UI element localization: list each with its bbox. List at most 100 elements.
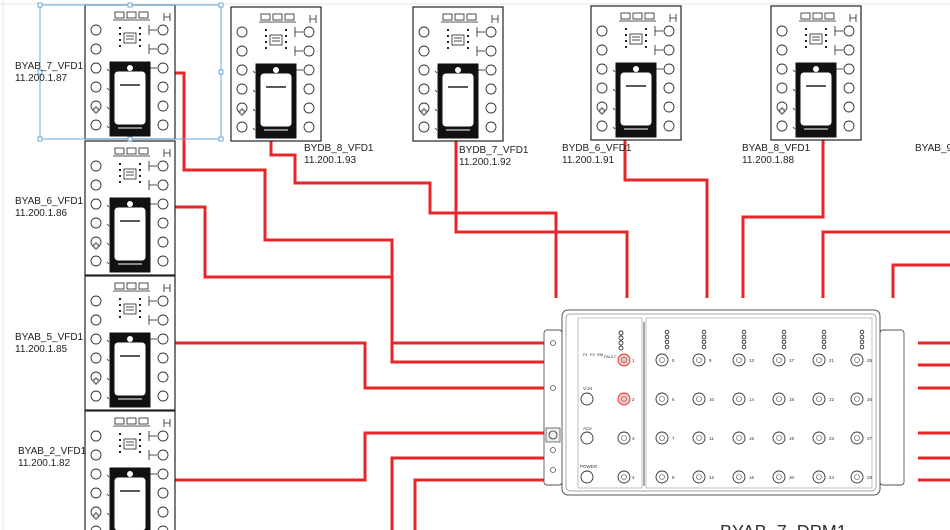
dpm-io-port[interactable] [732, 353, 746, 367]
vfd-name: BYAB_5_VFD1 [15, 332, 84, 343]
dpm-io-port[interactable] [692, 431, 706, 445]
dpm-io-port[interactable] [850, 470, 864, 484]
dpm-io-port[interactable] [692, 353, 706, 367]
header-connector [126, 11, 137, 19]
wire-extra-bottom-left[interactable] [390, 456, 556, 530]
vfd-name: BYAB_2_VFD1 [18, 446, 87, 457]
dpm-io-port[interactable] [812, 470, 826, 484]
dpm-port-power[interactable] [580, 392, 594, 406]
dpm-port-left[interactable] [617, 470, 631, 484]
vfd-module-logo [127, 65, 133, 71]
vfd-name: BYDB_7_VFD1 [459, 145, 529, 156]
dpm-io-port[interactable] [655, 392, 669, 406]
wire-bydb8[interactable] [269, 140, 558, 298]
selection-box[interactable] [37, 2, 224, 142]
terminal-circle [157, 198, 169, 210]
dpm-io-port[interactable] [812, 431, 826, 445]
vfd-symbol-bydb6[interactable] [590, 5, 682, 141]
wire-byab2[interactable] [175, 431, 556, 482]
dpm-io-port-number: 24 [829, 475, 835, 480]
vfd-symbol-byab2[interactable] [84, 410, 176, 530]
vfd-symbol-bydb8[interactable] [230, 6, 322, 142]
dpm-io-port-number: 10 [709, 397, 715, 402]
selection-handle[interactable] [37, 69, 43, 75]
dpm-io-port[interactable] [812, 353, 826, 367]
terminal-circle [843, 25, 855, 37]
dpm-io-port[interactable] [692, 392, 706, 406]
dpm-io-port[interactable] [772, 392, 786, 406]
wire-byab6[interactable] [175, 205, 556, 364]
dpm-port-power[interactable] [580, 470, 594, 484]
tick-mark [792, 69, 796, 73]
indicator-dot [139, 181, 141, 183]
terminal-circle [157, 100, 169, 112]
terminal-circle [485, 45, 497, 57]
wire-byab5[interactable] [175, 341, 556, 390]
selection-handle[interactable] [127, 2, 133, 8]
terminal-circle [157, 119, 169, 131]
dpm-io-port-number: 9 [709, 358, 712, 363]
wire-bydb6[interactable] [623, 140, 709, 298]
dpm-port-left[interactable] [617, 431, 631, 445]
selection-handle[interactable] [127, 136, 133, 142]
vfd-module-window [620, 72, 652, 126]
dpm-io-port[interactable] [772, 470, 786, 484]
dpm-io-port[interactable] [772, 353, 786, 367]
dpm-port-left[interactable] [617, 353, 631, 367]
terminal-circle [596, 120, 608, 132]
wire-byab9[interactable] [821, 230, 950, 298]
header-connector [126, 147, 137, 155]
dpm-io-port[interactable] [812, 392, 826, 406]
dpm-io-port[interactable] [692, 470, 706, 484]
dpm-io-port-pin [659, 396, 665, 402]
terminal-circle [90, 179, 102, 191]
wire-extra-top-right[interactable] [891, 263, 950, 298]
vfd-symbol-byab7[interactable] [84, 4, 176, 140]
dpm-port-left[interactable] [617, 392, 631, 406]
vfd-symbol-bydb7[interactable] [412, 6, 504, 142]
dpm-io-port[interactable] [732, 470, 746, 484]
selection-handle[interactable] [218, 69, 224, 75]
vfd-ip: 11.200.1.85 [15, 344, 68, 355]
dpm-io-port-number: 14 [749, 397, 755, 402]
terminal-circle [236, 121, 248, 133]
wire-bydb7[interactable] [454, 140, 629, 298]
wire-extra-bottom-left-2[interactable] [413, 478, 556, 530]
selection-handle[interactable] [218, 2, 224, 8]
selection-handle[interactable] [218, 136, 224, 142]
selection-handle[interactable] [37, 2, 43, 8]
dpm-io-port[interactable] [772, 431, 786, 445]
vfd-label-byab9: BYAB_9_ [915, 143, 950, 155]
terminal-link-marker [93, 243, 99, 249]
header-connector [442, 13, 453, 21]
dpm-port-led [859, 334, 865, 340]
vfd-module-window [800, 72, 832, 126]
tick-mark [106, 242, 110, 246]
dpm-port-power[interactable] [580, 431, 594, 445]
vfd-ip: 11.200.1.82 [18, 458, 71, 469]
terminal-circle [157, 236, 169, 248]
dpm-io-port[interactable] [850, 392, 864, 406]
dpm-io-port[interactable] [655, 353, 669, 367]
vfd-module-window [442, 73, 474, 127]
vfd-label-byab8: BYAB_8_VFD1 11.200.1.88 [742, 143, 810, 167]
vfd-symbol-byab8[interactable] [770, 5, 862, 141]
wire-byab8[interactable] [741, 140, 825, 298]
vfd-label-bydb7: BYDB_7_VFD1 11.200.1.92 [459, 145, 528, 169]
vfd-symbol-byab5[interactable] [84, 275, 176, 411]
dpm-io-port[interactable] [850, 431, 864, 445]
terminal-circle [90, 43, 102, 55]
dpm-io-port[interactable] [655, 431, 669, 445]
vfd-symbol-byab6[interactable] [84, 140, 176, 276]
dpm-io-port[interactable] [732, 392, 746, 406]
dpm-port-led [821, 344, 827, 350]
dpm-io-port[interactable] [655, 470, 669, 484]
indicator-dot [285, 35, 287, 37]
tick-mark [106, 106, 110, 110]
selection-handle[interactable] [37, 136, 43, 142]
dpm-io-port[interactable] [732, 431, 746, 445]
dpm-io-port-pin [736, 474, 742, 480]
dpm-io-port[interactable] [850, 353, 864, 367]
